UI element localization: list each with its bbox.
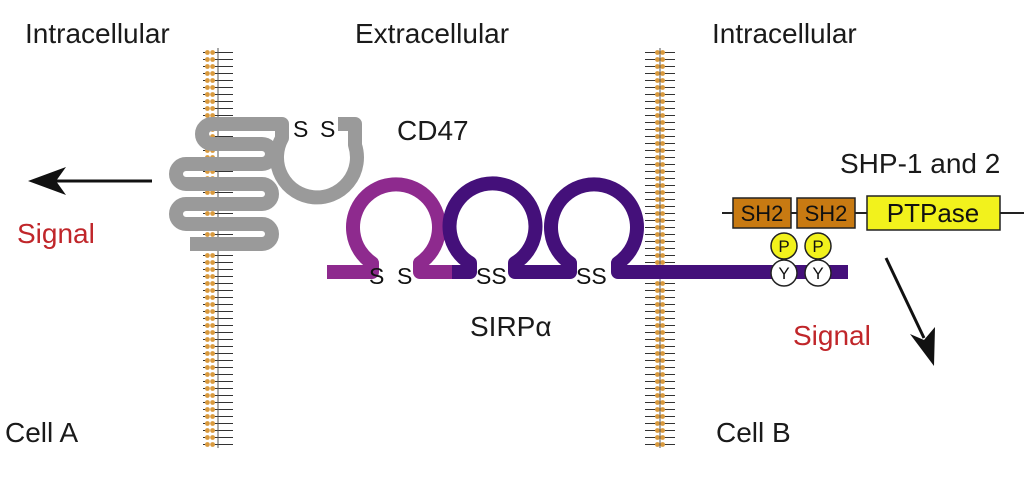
region-label-right: Intracellular [712, 18, 857, 49]
sirpa-disulfide-ss1: SS [476, 263, 507, 289]
phospho-label-2: P [812, 237, 823, 256]
signal-arrow-left [28, 167, 152, 195]
signal-arrow-right [884, 257, 935, 366]
ptpase-label: PTPase [887, 198, 980, 228]
membrane-cell-b [644, 48, 676, 448]
tyrosine-label-2: Y [812, 264, 823, 283]
phosphotyrosine-residues [770, 232, 832, 287]
sh2-label-1: SH2 [741, 201, 784, 226]
tyrosine-circle-1 [770, 259, 798, 287]
cd47-disulfide-s2: S [320, 116, 335, 142]
tyrosine-circle-2 [804, 259, 832, 287]
sirpa-label: SIRPα [470, 311, 552, 342]
cell-a-label: Cell A [5, 417, 78, 448]
sirpa-disulfide-ss2: SS [576, 263, 607, 289]
sirpa-body [442, 176, 848, 279]
sirpa-domain-1 [327, 177, 452, 279]
cell-b-label: Cell B [716, 417, 791, 448]
phospho-circle-1 [770, 232, 798, 260]
sirpa-disulfide-s1: S [369, 263, 384, 289]
cd47-protein [169, 117, 364, 251]
sh2-label-2: SH2 [805, 201, 848, 226]
sirpa-disulfide-s2: S [397, 263, 412, 289]
cd47-label: CD47 [397, 115, 469, 146]
tyrosine-label-1: Y [778, 264, 789, 283]
shp-phosphatase [722, 195, 1024, 231]
shp-label: SHP-1 and 2 [840, 148, 1000, 179]
phospho-circle-2 [804, 232, 832, 260]
phospho-label-1: P [778, 237, 789, 256]
sirpa-protein [327, 176, 848, 279]
region-label-left: Intracellular [25, 18, 170, 49]
signal-label-left: Signal [17, 218, 95, 249]
cd47-disulfide-s1: S [293, 116, 308, 142]
signal-label-right: Signal [793, 320, 871, 351]
region-label-middle: Extracellular [355, 18, 509, 49]
sh2-domain-1 [732, 197, 792, 229]
